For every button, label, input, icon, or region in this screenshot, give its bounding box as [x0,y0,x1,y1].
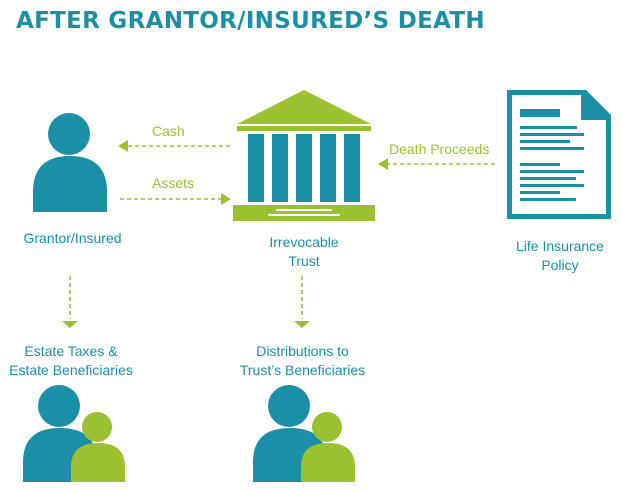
cash-label: Cash [152,123,185,139]
estate-label-line2: Estate Beneficiaries [9,362,133,378]
person-icon [33,113,107,212]
policy-label-line2: Policy [541,257,579,273]
trust-down-arrowhead [294,321,310,328]
policy-label: Life Insurance Policy [500,237,620,275]
document-icon [507,90,611,219]
page-title: AFTER GRANTOR/INSURED’S DEATH [16,8,485,34]
people-icon [23,385,125,482]
policy-label-line1: Life Insurance [516,238,604,254]
trust-label: Irrevocable Trust [240,233,368,271]
distributions-label-line2: Trust’s Beneficiaries [239,362,366,378]
trust-label-line1: Irrevocable [269,234,339,250]
distributions-label: Distributions to Trust’s Beneficiaries [230,342,375,380]
bank-building-icon [233,90,375,221]
people-icon [253,385,355,482]
grantor-down-arrowhead [62,321,78,328]
assets-label: Assets [152,175,195,191]
death-proceeds-label: Death Proceeds [389,141,490,157]
grantor-label: Grantor/Insured [23,230,122,246]
death-proceeds-arrowhead [378,158,388,170]
estate-label: Estate Taxes & Estate Beneficiaries [0,342,142,380]
distributions-label-line1: Distributions to [256,343,349,359]
cash-arrowhead [118,140,128,152]
assets-arrowhead [221,193,231,205]
trust-label-line2: Trust [288,253,320,269]
estate-label-line1: Estate Taxes & [24,343,118,359]
